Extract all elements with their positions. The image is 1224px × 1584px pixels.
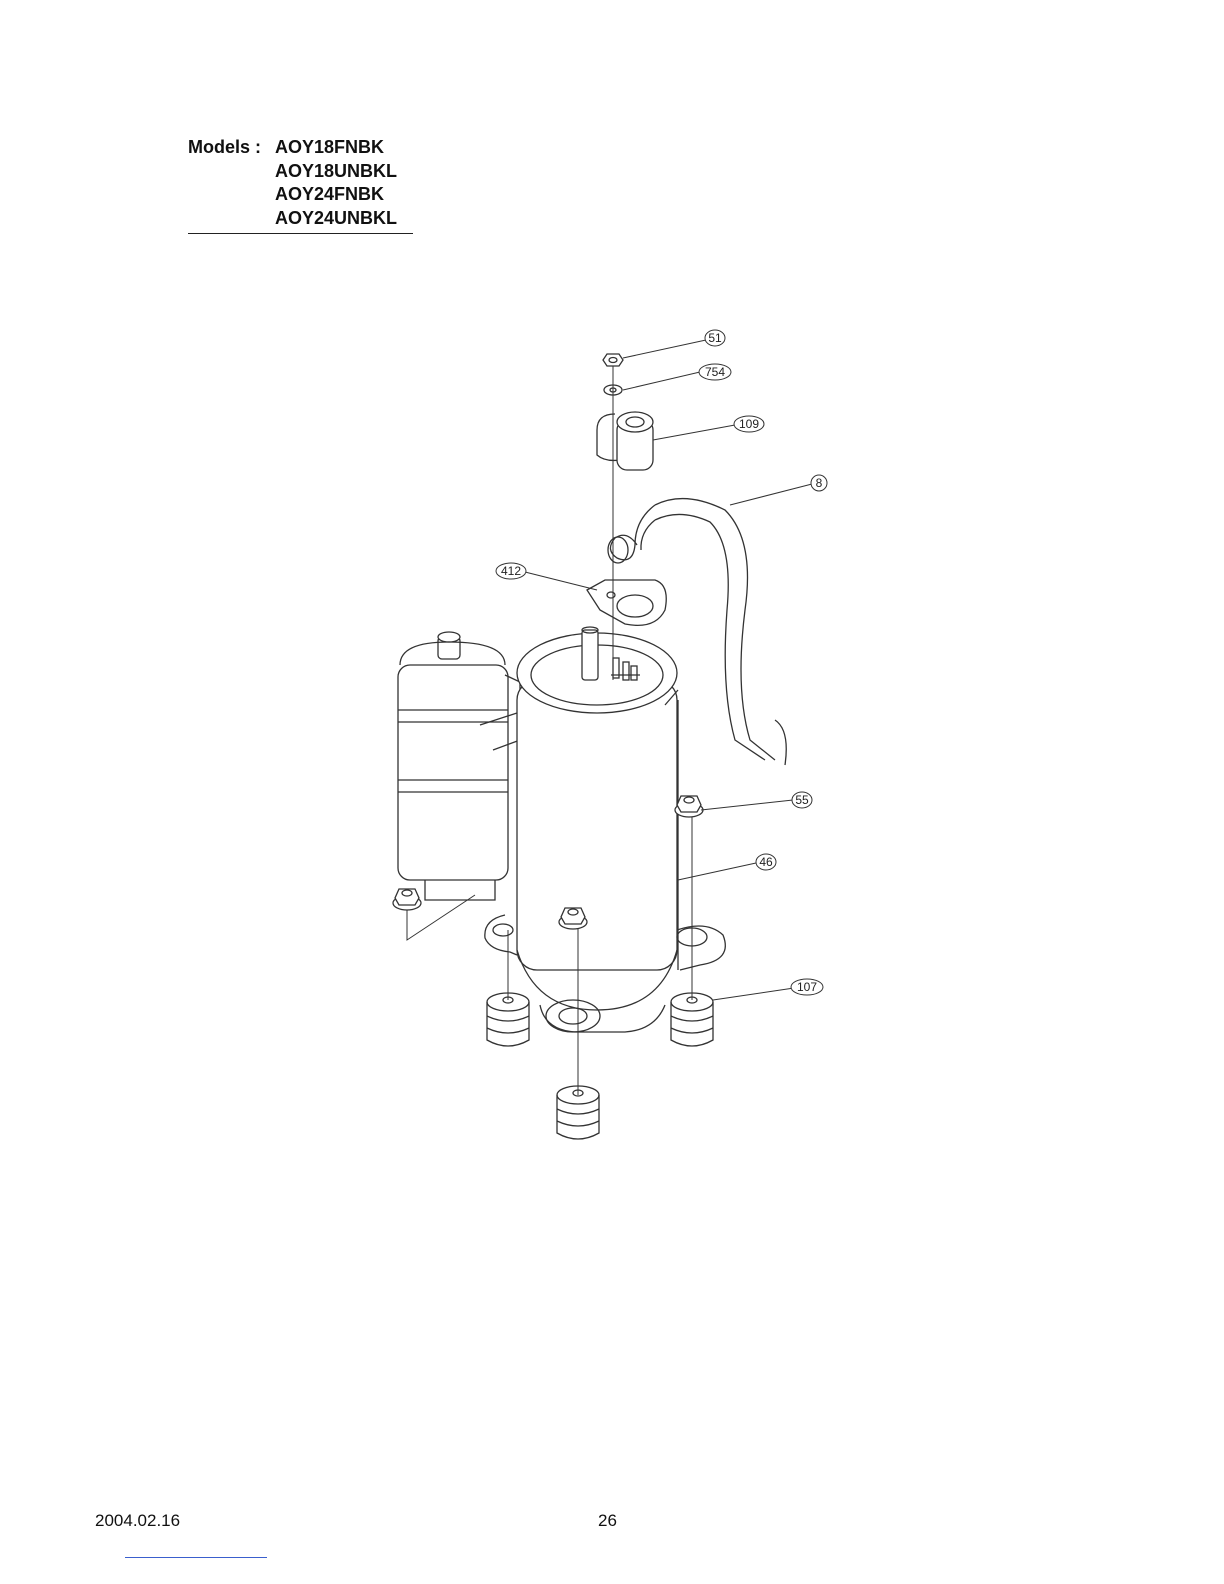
- compressor-body: [517, 627, 678, 1010]
- footer-rule: [125, 1557, 267, 1558]
- callout-8: 8: [811, 475, 827, 491]
- callout-label: 55: [795, 793, 809, 807]
- callout-46: 46: [756, 854, 776, 870]
- callout-label: 51: [708, 331, 722, 345]
- callout-412: 412: [496, 563, 526, 579]
- callout-51: 51: [705, 330, 725, 346]
- callout-107: 107: [791, 979, 823, 995]
- callout-label: 754: [705, 365, 725, 379]
- models-list: AOY18FNBK AOY18UNBKL AOY24FNBK AOY24UNBK…: [275, 136, 397, 230]
- model-item: AOY24FNBK: [275, 183, 397, 207]
- callout-754: 754: [699, 364, 731, 380]
- footer-date: 2004.02.16: [95, 1511, 180, 1531]
- callout-label: 46: [759, 855, 773, 869]
- terminal-cover: [597, 412, 653, 470]
- callout-label: 107: [797, 980, 817, 994]
- accumulator: [398, 632, 520, 900]
- models-row: Models : AOY18FNBK AOY18UNBKL AOY24FNBK …: [188, 136, 413, 230]
- model-item: AOY24UNBKL: [275, 207, 397, 231]
- models-label: Models :: [188, 136, 275, 230]
- callout-label: 412: [501, 564, 521, 578]
- page-number: 26: [598, 1511, 617, 1531]
- callout-109: 109: [734, 416, 764, 432]
- compressor-exploded-diagram: 51 754 109 8 412 55 46 107: [335, 310, 855, 1160]
- callout-label: 8: [816, 476, 823, 490]
- model-item: AOY18UNBKL: [275, 160, 397, 184]
- callout-label: 109: [739, 417, 759, 431]
- model-item: AOY18FNBK: [275, 136, 397, 160]
- models-header: Models : AOY18FNBK AOY18UNBKL AOY24FNBK …: [188, 136, 413, 234]
- gasket: [587, 580, 666, 625]
- callout-55: 55: [792, 792, 812, 808]
- diagram-svg: 51 754 109 8 412 55 46 107: [335, 310, 855, 1160]
